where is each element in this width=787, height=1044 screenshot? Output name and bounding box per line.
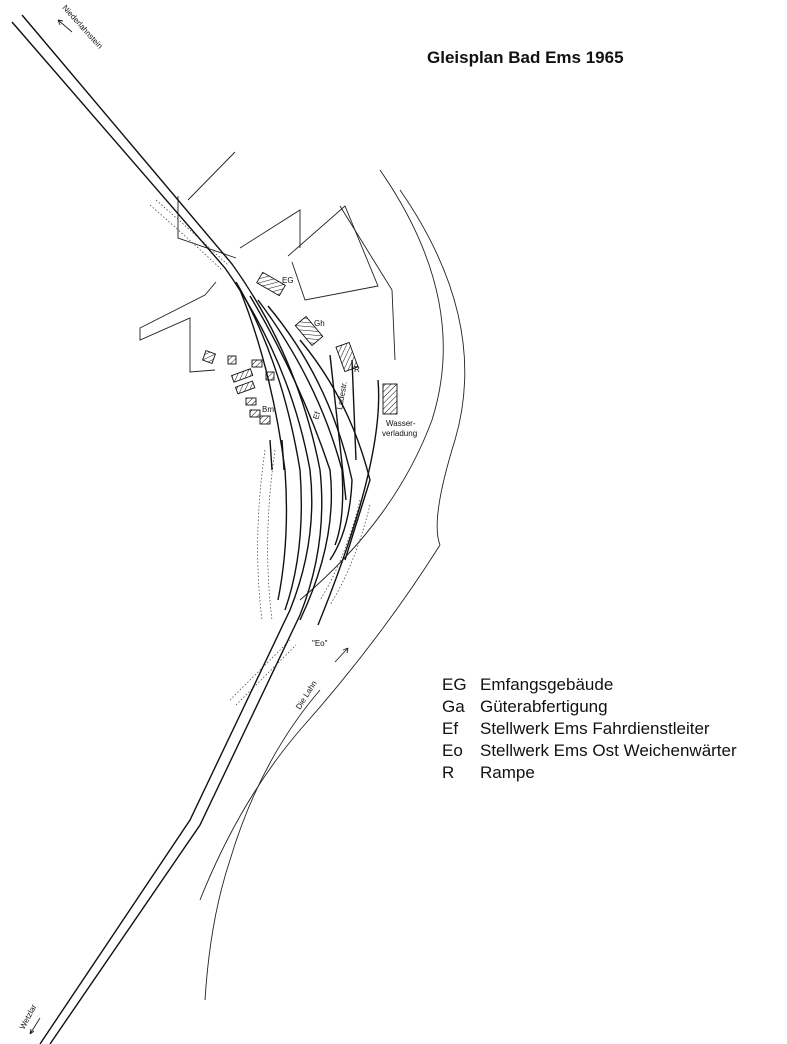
arrow-north-icon: [57, 19, 73, 33]
legend-text: Güterabfertigung: [480, 697, 608, 716]
rampe-label: R: [354, 365, 360, 374]
streets: [139, 151, 396, 373]
water-label-2: verladung: [382, 429, 417, 438]
page-title: Gleisplan Bad Ems 1965: [427, 48, 624, 67]
legend-abbr: Ef: [442, 719, 459, 738]
legend-abbr: Eo: [442, 741, 463, 760]
legend-text: Rampe: [480, 763, 535, 782]
ladestr-label: Ladestr.: [335, 381, 349, 411]
legend-text: Stellwerk Ems Fahrdienstleiter: [480, 719, 710, 738]
legend-text: Stellwerk Ems Ost Weichenwärter: [480, 741, 737, 760]
legend-item-eo: Eo Stellwerk Ems Ost Weichenwärter: [442, 740, 737, 762]
legend-item-ef: Ef Stellwerk Ems Fahrdienstleiter: [442, 718, 737, 740]
legend-abbr: R: [442, 763, 455, 782]
arrow-south-icon: [29, 1017, 41, 1035]
direction-south-label: Wetzlar: [18, 1003, 39, 1031]
station-tracks: [235, 281, 380, 626]
eo-label: "Eo": [312, 639, 328, 648]
buildings: [202, 271, 398, 425]
legend-abbr: Ga: [442, 697, 465, 716]
legend-item-ga: Ga Güterabfertigung: [442, 696, 737, 718]
eg-label: EG: [282, 276, 294, 285]
water-label: Wasser-: [386, 419, 416, 428]
river-banks: [199, 169, 466, 1001]
direction-north-label: Niederlahnstein: [61, 3, 105, 50]
legend-text: Emfangsgebäude: [480, 675, 614, 694]
legend-item-eg: EG Emfangsgebäude: [442, 674, 737, 696]
main-line: [11, 14, 323, 1044]
arrow-river-icon: [334, 647, 349, 663]
legend-item-r: R Rampe: [442, 762, 737, 784]
gh-label: Gh: [314, 319, 325, 328]
legend-abbr: EG: [442, 675, 467, 694]
bm-label: Bm: [262, 405, 274, 414]
embankments: [149, 199, 371, 706]
ef-label: Ef: [311, 410, 322, 421]
direction-arrows: [29, 19, 349, 1035]
